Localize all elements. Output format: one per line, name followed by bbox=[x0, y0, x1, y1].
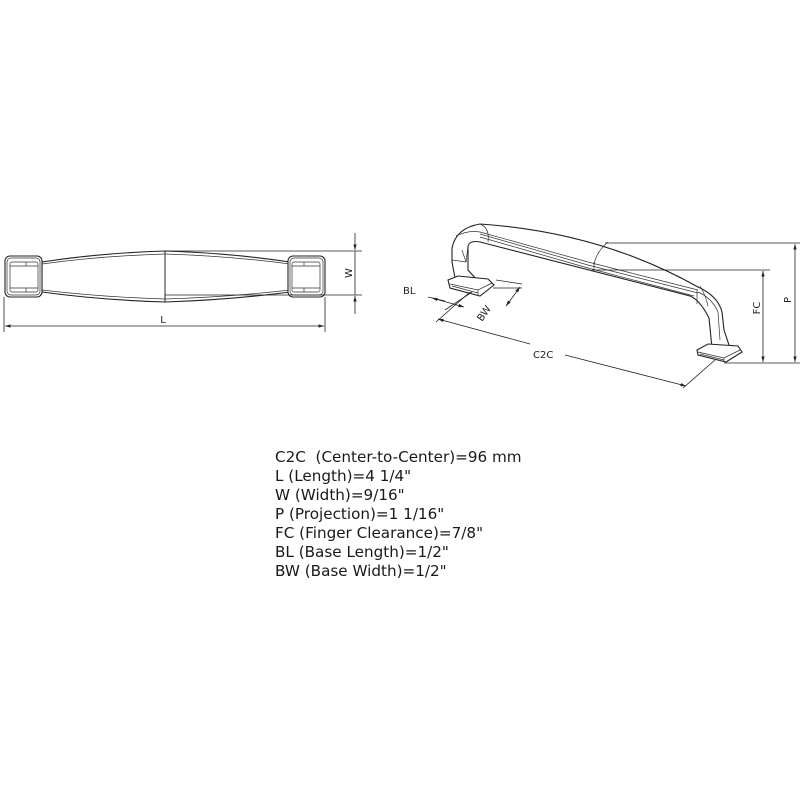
specifications-list: C2C (Center-to-Center)=96 mm L (Length)=… bbox=[275, 448, 522, 581]
right-base bbox=[696, 343, 743, 363]
perspective-view: BL BW C2C FC P bbox=[403, 223, 800, 389]
grip-body-top-view bbox=[41, 250, 291, 303]
spec-projection: P (Projection)=1 1/16" bbox=[275, 505, 445, 523]
projection-label: P bbox=[783, 297, 794, 303]
width-dimension: W bbox=[165, 233, 362, 314]
base-length-dimension: BL bbox=[403, 286, 473, 311]
spec-finger-clearance: FC (Finger Clearance)=7/8" bbox=[275, 524, 484, 542]
top-view: L W bbox=[3, 233, 362, 332]
projection-dimension: P bbox=[605, 242, 800, 362]
left-base bbox=[447, 275, 495, 297]
finger-clearance-dimension: FC bbox=[592, 269, 800, 364]
length-dimension: L bbox=[3, 297, 326, 332]
spec-center-to-center: C2C (Center-to-Center)=96 mm bbox=[275, 448, 522, 466]
width-label: W bbox=[344, 268, 355, 278]
spec-base-width: BW (Base Width)=1/2" bbox=[275, 562, 447, 580]
grip-body-perspective bbox=[451, 223, 731, 353]
left-end-cap bbox=[4, 255, 43, 298]
right-end-cap bbox=[287, 255, 326, 298]
finger-clearance-label: FC bbox=[752, 302, 763, 315]
base-length-label: BL bbox=[403, 286, 416, 297]
length-label: L bbox=[160, 315, 166, 326]
base-width-label: BW bbox=[475, 304, 493, 324]
center-to-center-label: C2C bbox=[533, 350, 553, 361]
center-to-center-dimension: C2C bbox=[435, 291, 716, 389]
spec-width: W (Width)=9/16" bbox=[275, 486, 405, 504]
spec-base-length: BL (Base Length)=1/2" bbox=[275, 543, 449, 561]
spec-length: L (Length)=4 1/4" bbox=[275, 467, 412, 485]
